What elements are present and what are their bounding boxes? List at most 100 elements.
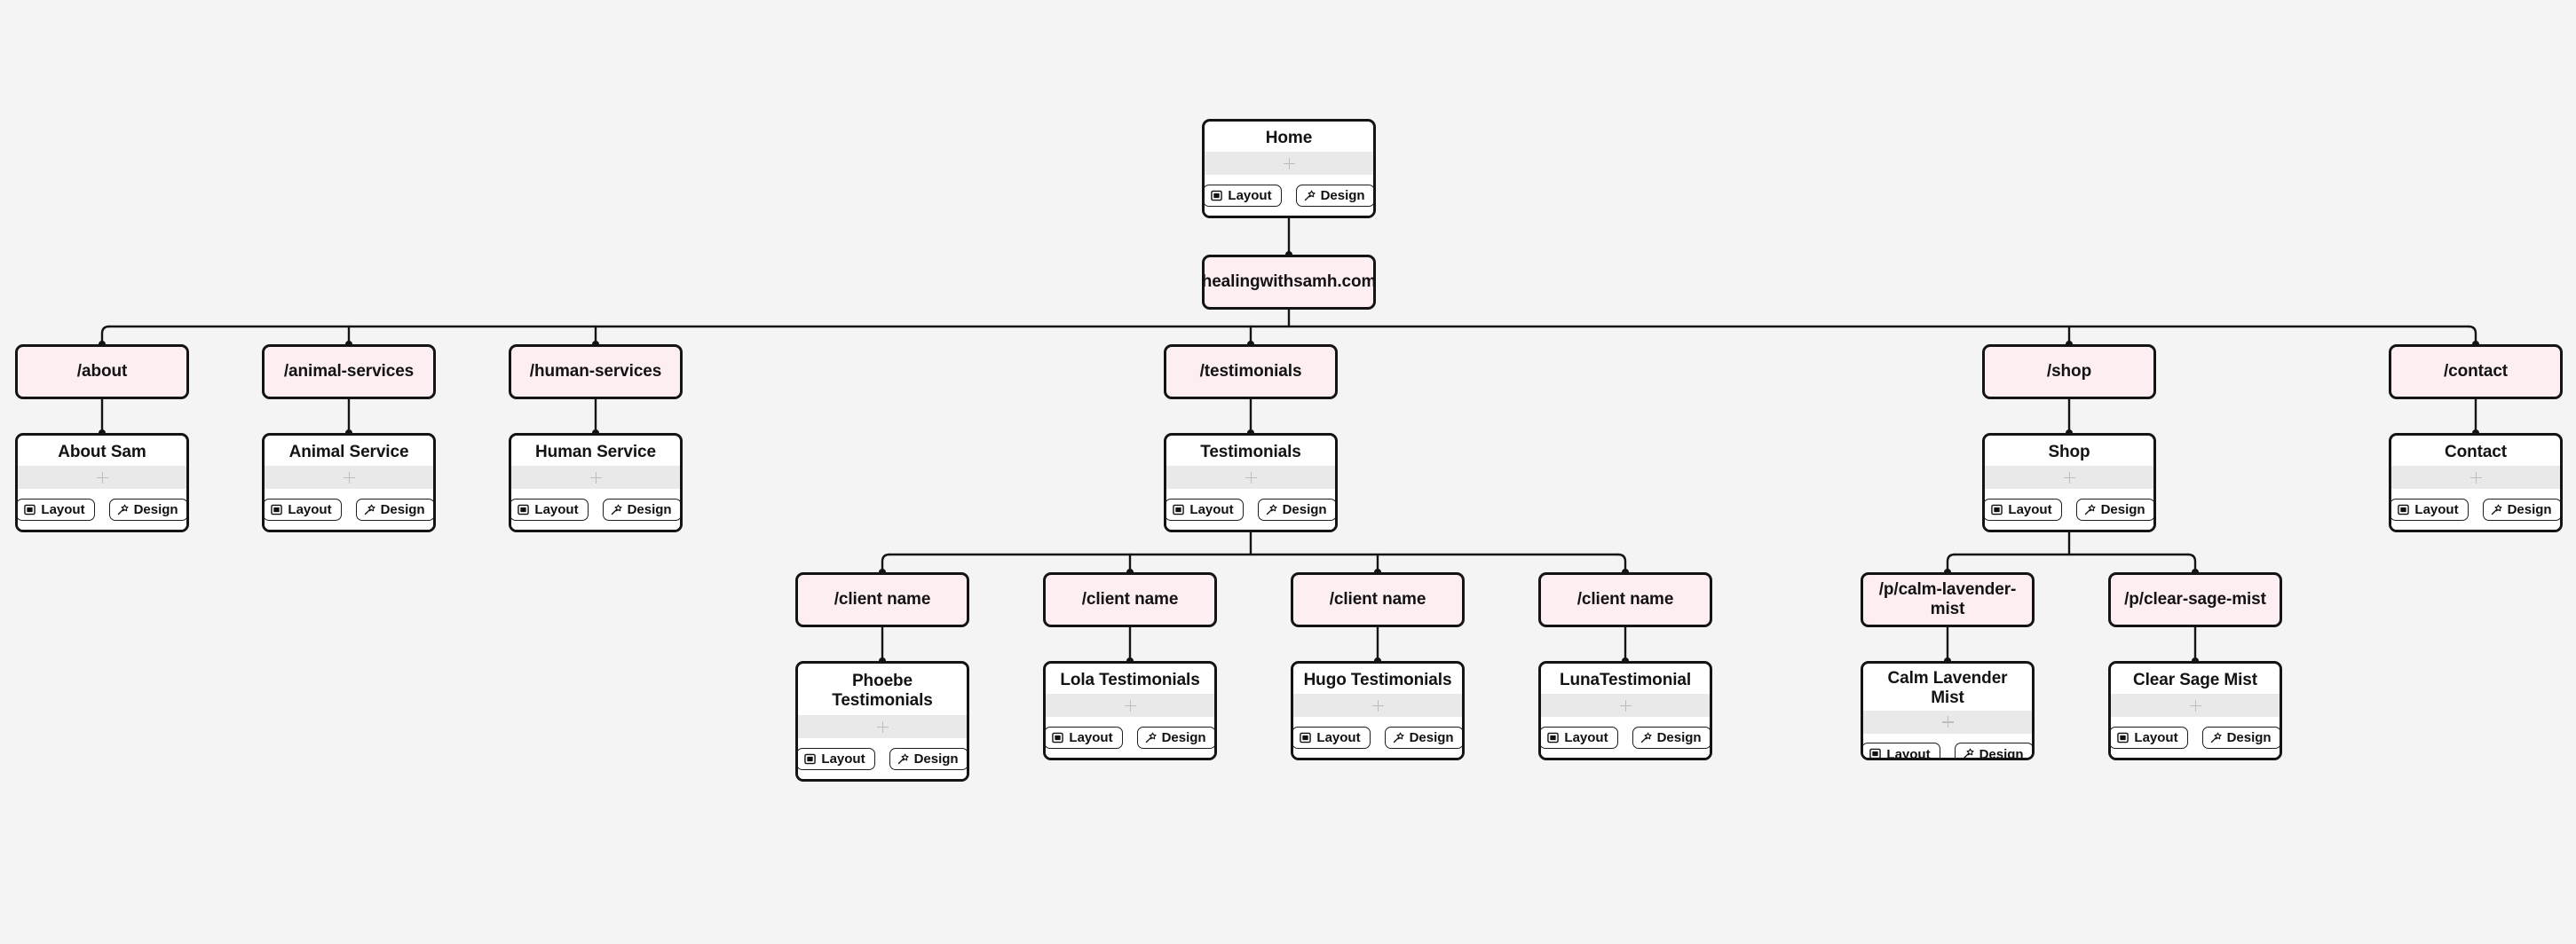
page-card-phoebe-testimonials-layout-button[interactable]: Layout (798, 747, 875, 770)
url-node-contact[interactable]: /contact (2389, 344, 2563, 399)
url-node-calm-lavender-mist-label: /p/calm-lavender-mist (1878, 580, 2017, 618)
bus-domain-to-routes-drop-5 (2467, 325, 2477, 346)
bus-domain-to-routes-drop-0 (100, 325, 111, 346)
magic-wand-sparkle-icon (1145, 732, 1157, 743)
url-node-clear-sage-mist-label: /p/clear-sage-mist (2124, 590, 2266, 610)
page-card-hugo-testimonials-layout-button[interactable]: Layout (1293, 726, 1371, 749)
url-node-client-name-4[interactable]: /client name (1538, 572, 1712, 627)
url-node-testimonials[interactable]: /testimonials (1164, 344, 1338, 399)
url-node-clear-sage-mist[interactable]: /p/clear-sage-mist (2108, 572, 2282, 627)
url-node-client-name-2-label: /client name (1081, 590, 1179, 610)
page-card-lola-testimonials-layout-button[interactable]: Layout (1046, 726, 1123, 749)
page-card-human-service-add-section-row[interactable] (511, 466, 680, 489)
page-card-lola-testimonials-actions: Layout Design (1046, 717, 1214, 758)
page-card-about-sam-add-section-row[interactable] (18, 466, 186, 489)
page-card-shop[interactable]: Shop Layout Design (1982, 433, 2156, 532)
page-card-phoebe-testimonials[interactable]: Phoebe Testimonials Layout Design (795, 661, 969, 782)
page-card-contact-design-button[interactable]: Design (2482, 498, 2560, 521)
page-card-calm-lavender-mist-add-section-row[interactable] (1863, 710, 2032, 734)
bus-testimonials-to-clients-drop-0 (881, 553, 891, 574)
page-card-testimonials[interactable]: Testimonials Layout Design (1164, 433, 1338, 532)
page-card-home-design-button[interactable]: Design (1295, 184, 1373, 207)
page-card-hugo-testimonials-design-button-label: Design (1409, 730, 1454, 745)
url-node-domain[interactable]: healingwithsamh.com (1202, 255, 1376, 310)
page-card-shop-design-button[interactable]: Design (2075, 498, 2153, 521)
page-card-shop-title: Shop (2048, 442, 2090, 461)
page-card-about-sam[interactable]: About Sam Layout Design (15, 433, 189, 532)
page-card-clear-sage-mist-title: Clear Sage Mist (2133, 670, 2257, 689)
url-node-client-name-1[interactable]: /client name (795, 572, 969, 627)
page-card-shop-add-section-row[interactable] (1985, 466, 2153, 489)
page-card-calm-lavender-mist-design-button[interactable]: Design (1954, 743, 2032, 758)
page-card-contact-layout-button[interactable]: Layout (2391, 498, 2469, 521)
page-card-luna-testimonial-add-section-row[interactable] (1541, 694, 1710, 717)
page-card-contact-add-section-row[interactable] (2391, 466, 2560, 489)
url-node-human-services-label: /human-services (529, 362, 662, 382)
page-card-lola-testimonials-design-button[interactable]: Design (1136, 726, 1214, 749)
url-node-shop[interactable]: /shop (1982, 344, 2156, 399)
page-card-clear-sage-mist[interactable]: Clear Sage Mist Layout Design (2108, 661, 2282, 760)
page-card-lola-testimonials[interactable]: Lola Testimonials Layout Design (1043, 661, 1217, 760)
layout-panel-icon (2398, 504, 2410, 515)
page-card-about-sam-layout-button[interactable]: Layout (18, 498, 95, 521)
page-card-testimonials-layout-button[interactable]: Layout (1166, 498, 1244, 521)
url-node-shop-label: /shop (2046, 362, 2092, 382)
page-card-about-sam-design-button[interactable]: Design (108, 498, 186, 521)
plus-icon (1941, 716, 1954, 728)
magic-wand-sparkle-icon (2491, 504, 2502, 515)
page-card-hugo-testimonials-design-button[interactable]: Design (1384, 726, 1462, 749)
page-card-phoebe-testimonials-layout-button-label: Layout (821, 751, 865, 767)
page-card-luna-testimonial-design-button[interactable]: Design (1632, 726, 1710, 749)
magic-wand-sparkle-icon (1963, 748, 1974, 758)
page-card-home-add-section-row[interactable] (1205, 152, 1373, 175)
page-card-lola-testimonials-add-section-row[interactable] (1046, 694, 1214, 717)
page-card-testimonials-add-section-row[interactable] (1166, 466, 1335, 489)
url-node-client-name-2[interactable]: /client name (1043, 572, 1217, 627)
page-card-hugo-testimonials[interactable]: Hugo Testimonials Layout Design (1291, 661, 1465, 760)
page-card-human-service[interactable]: Human Service Layout Design (509, 433, 683, 532)
page-card-contact[interactable]: Contact Layout Design (2389, 433, 2563, 532)
page-card-hugo-testimonials-add-section-row[interactable] (1293, 694, 1462, 717)
page-card-calm-lavender-mist[interactable]: Calm Lavender Mist Layout Design (1861, 661, 2035, 760)
page-card-home-layout-button[interactable]: Layout (1205, 184, 1282, 207)
page-card-hugo-testimonials-layout-button-label: Layout (1316, 730, 1361, 745)
page-card-clear-sage-mist-add-section-row[interactable] (2111, 694, 2280, 717)
page-card-luna-testimonial-layout-button[interactable]: Layout (1541, 726, 1618, 749)
page-card-shop-layout-button[interactable]: Layout (1985, 498, 2062, 521)
url-node-client-name-3[interactable]: /client name (1291, 572, 1465, 627)
layout-panel-icon (271, 504, 283, 515)
plus-icon (96, 471, 108, 484)
page-card-lola-testimonials-title: Lola Testimonials (1060, 670, 1200, 689)
plus-icon (876, 720, 889, 733)
page-card-phoebe-testimonials-add-section-row[interactable] (798, 715, 967, 738)
page-card-calm-lavender-mist-layout-button[interactable]: Layout (1863, 743, 1940, 758)
layout-panel-icon (1052, 732, 1064, 743)
page-card-phoebe-testimonials-design-button-label: Design (913, 751, 959, 767)
url-node-calm-lavender-mist[interactable]: /p/calm-lavender-mist (1861, 572, 2035, 627)
page-card-lola-testimonials-design-button-label: Design (1161, 730, 1206, 745)
page-card-clear-sage-mist-design-button[interactable]: Design (2201, 726, 2280, 749)
plus-icon (1245, 471, 1257, 484)
page-card-animal-service-layout-button[interactable]: Layout (265, 498, 342, 521)
url-node-animal-services[interactable]: /animal-services (262, 344, 436, 399)
page-card-testimonials-design-button[interactable]: Design (1257, 498, 1335, 521)
page-card-human-service-design-button[interactable]: Design (602, 498, 680, 521)
page-card-animal-service[interactable]: Animal Service Layout Design (262, 433, 436, 532)
url-node-about[interactable]: /about (15, 344, 189, 399)
page-card-clear-sage-mist-design-button-label: Design (2226, 730, 2272, 745)
page-card-luna-testimonial[interactable]: LunaTestimonial Layout Design (1538, 661, 1712, 760)
page-card-animal-service-design-button[interactable]: Design (355, 498, 433, 521)
layout-panel-icon (1869, 748, 1882, 758)
layout-panel-icon (24, 504, 36, 515)
page-card-animal-service-add-section-row[interactable] (265, 466, 433, 489)
page-card-human-service-layout-button[interactable]: Layout (511, 498, 589, 521)
page-card-home-design-button-label: Design (1320, 188, 1365, 203)
page-card-testimonials-design-button-label: Design (1282, 502, 1327, 517)
page-card-clear-sage-mist-layout-button[interactable]: Layout (2111, 726, 2188, 749)
magic-wand-sparkle-icon (1393, 732, 1404, 743)
page-card-phoebe-testimonials-design-button[interactable]: Design (889, 747, 967, 770)
url-node-human-services[interactable]: /human-services (509, 344, 683, 399)
page-card-home[interactable]: Home Layout Design (1202, 119, 1376, 218)
bus-testimonials-to-clients-drop-3 (1616, 553, 1627, 574)
